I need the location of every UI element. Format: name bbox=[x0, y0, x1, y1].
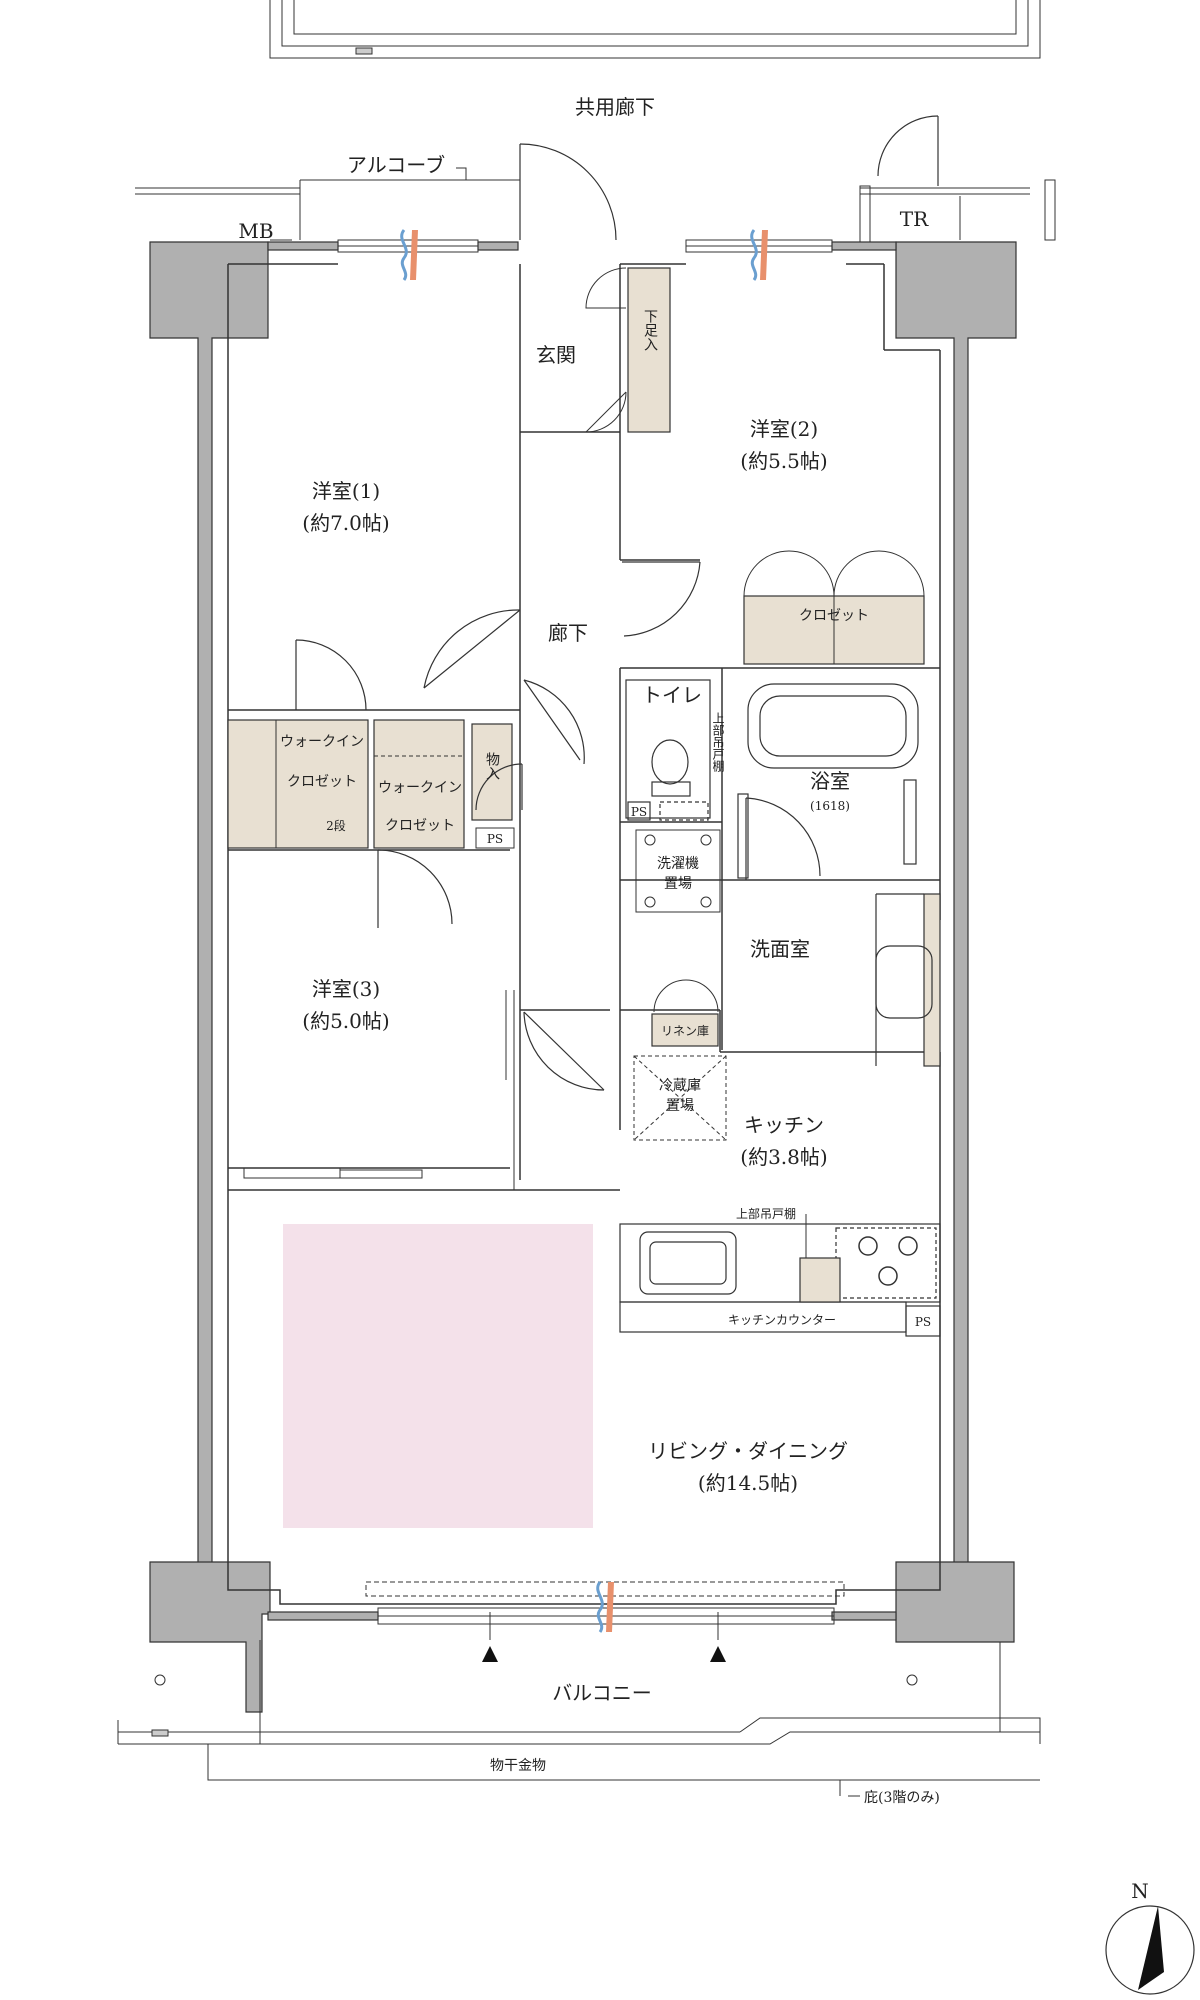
stove-icon bbox=[858, 1236, 918, 1286]
label-drying-rack: 物干金物 bbox=[490, 1758, 546, 1774]
leader-lines bbox=[270, 167, 860, 1797]
label-genkan: 玄関 bbox=[536, 343, 576, 367]
entrance-door bbox=[519, 115, 939, 241]
linen-doors bbox=[653, 979, 719, 1013]
washer-space bbox=[635, 829, 721, 913]
toilet bbox=[625, 679, 711, 821]
vent-icon bbox=[750, 228, 770, 282]
label-bath-size: (1618) bbox=[810, 799, 850, 813]
label-washroom: 洗面室 bbox=[750, 937, 810, 961]
label-fridge-line2: 置場 bbox=[666, 1098, 694, 1114]
shoe-storage bbox=[627, 267, 671, 433]
north-arrow-icon bbox=[1105, 1905, 1195, 1995]
label-ps-3: PS bbox=[915, 1315, 931, 1329]
label-fridge-line1: 冷蔵庫 bbox=[659, 1077, 701, 1094]
bathtub bbox=[737, 683, 919, 879]
upper-corridor-outline bbox=[269, 0, 1041, 59]
label-living: リビング・ダイニング bbox=[648, 1439, 848, 1463]
label-linen: リネン庫 bbox=[661, 1024, 709, 1038]
label-kitchen-size: (約3.8帖) bbox=[740, 1145, 827, 1169]
label-wic2-line1: ウォークイン bbox=[378, 780, 462, 796]
bottom-window bbox=[365, 1581, 845, 1640]
label-closet: クロゼット bbox=[799, 608, 869, 624]
closet-doors bbox=[743, 550, 925, 597]
linen-storage bbox=[651, 1013, 719, 1047]
label-ps-2: PS bbox=[631, 805, 647, 819]
fridge-space bbox=[633, 1055, 727, 1141]
balcony-outline bbox=[117, 1640, 1041, 1796]
kitchen-counter bbox=[619, 1223, 941, 1337]
arrow-marker-icon bbox=[482, 1646, 498, 1662]
label-western-room-1: 洋室(1) bbox=[312, 479, 380, 503]
storage bbox=[471, 723, 513, 821]
sliding-door bbox=[243, 990, 515, 1190]
label-hallway: 廊下 bbox=[548, 621, 588, 645]
label-wic1-line2: クロゼット bbox=[287, 774, 357, 790]
label-kitchen-counter: キッチンカウンター bbox=[728, 1313, 836, 1327]
label-upper-cabinet-toilet: 上部吊戸棚 bbox=[711, 712, 725, 773]
label-western-room-3-size: (約5.0帖) bbox=[302, 1009, 389, 1033]
label-eaves: 庇(3階のみ) bbox=[864, 1790, 940, 1806]
label-wic1-step: 2段 bbox=[326, 818, 346, 833]
label-north: N bbox=[1131, 1879, 1149, 1903]
label-common-corridor: 共用廊下 bbox=[575, 95, 655, 119]
shoe-storage-doors bbox=[584, 267, 627, 433]
vent-icon bbox=[400, 228, 420, 282]
label-western-room-1-size: (約7.0帖) bbox=[302, 511, 389, 535]
label-alcove: アルコーブ bbox=[347, 153, 445, 177]
label-ps-1: PS bbox=[487, 832, 503, 846]
label-western-room-2: 洋室(2) bbox=[750, 417, 818, 441]
label-kitchen: キッチン bbox=[744, 1113, 824, 1137]
label-bath: 浴室 bbox=[810, 769, 850, 793]
label-washer-line1: 洗濯機 bbox=[657, 856, 699, 872]
label-wic2-line2: クロゼット bbox=[385, 818, 455, 834]
label-washer-line2: 置場 bbox=[664, 876, 692, 892]
structure-columns bbox=[149, 241, 1017, 1713]
label-tr: TR bbox=[900, 207, 929, 231]
label-wic1-line1: ウォークイン bbox=[280, 734, 364, 750]
label-toilet: トイレ bbox=[642, 683, 702, 707]
label-upper-cabinet: 上部吊戸棚 bbox=[736, 1206, 796, 1221]
drain-icon bbox=[906, 1674, 918, 1686]
walls bbox=[227, 263, 941, 1605]
label-shoe-storage: 下足入 bbox=[642, 309, 658, 351]
walk-in-closet-1 bbox=[227, 719, 369, 849]
label-balcony: バルコニー bbox=[552, 1681, 652, 1705]
top-windows bbox=[337, 239, 833, 253]
label-storage: 物入 bbox=[484, 752, 500, 780]
drain-icon bbox=[154, 1674, 166, 1686]
vanity bbox=[875, 893, 941, 1067]
arrow-marker-icon bbox=[710, 1646, 726, 1662]
interior-doors bbox=[295, 561, 821, 1091]
label-mb: MB bbox=[238, 219, 273, 243]
label-western-room-3: 洋室(3) bbox=[312, 977, 380, 1001]
label-western-room-2-size: (約5.5帖) bbox=[740, 449, 827, 473]
label-living-size: (約14.5帖) bbox=[698, 1471, 798, 1495]
walk-in-closet-2 bbox=[373, 719, 465, 849]
living-highlight bbox=[283, 1224, 593, 1528]
